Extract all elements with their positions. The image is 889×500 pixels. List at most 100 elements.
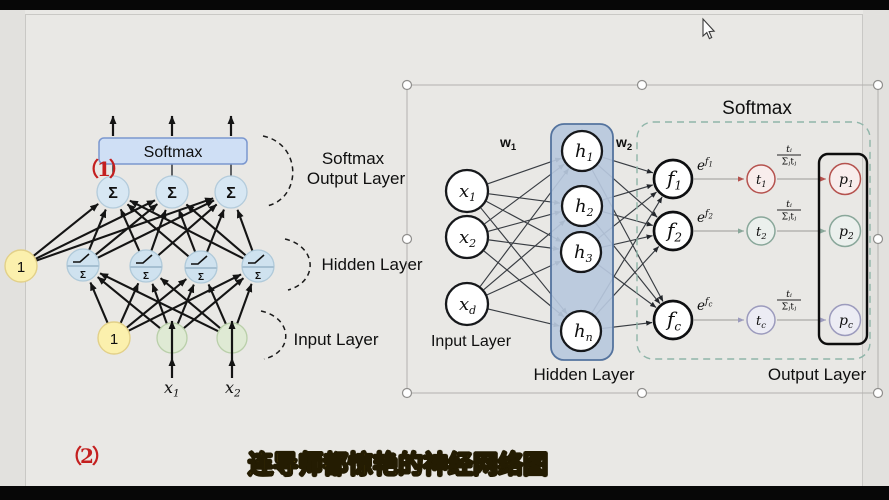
right-network-diagram: Softmax w1 w2 x1 x2 xd h1 h2 h3 hn: [401, 79, 884, 399]
h3-label: h3: [574, 242, 593, 265]
edge-line: [235, 283, 253, 326]
selection-handle-top-right[interactable]: [872, 79, 884, 91]
edge-line: [151, 283, 169, 326]
h2-node: [560, 184, 604, 228]
fraction-denominator: Σⱼtⱼ: [782, 213, 797, 223]
activation-node: Σ: [129, 249, 163, 283]
edge-line: [32, 203, 99, 257]
tc-node: [746, 305, 776, 335]
p2-node: [828, 214, 862, 248]
selection-handle-top-mid[interactable]: [636, 79, 648, 91]
selection-handles[interactable]: [401, 79, 884, 399]
step-function-icon: [73, 253, 90, 263]
hidden-activation-nodes: Σ Σ Σ Σ: [66, 248, 275, 284]
p1-label: p1: [839, 172, 854, 190]
edge-line: [176, 284, 195, 326]
left-edge-lines: [32, 197, 254, 333]
x1-node: [444, 168, 490, 214]
video-subtitle: 连导师都惊艳的神经网络图: [248, 451, 549, 480]
selection-handle-bottom-mid[interactable]: [636, 387, 648, 399]
sigma-symbol: Σ: [167, 185, 177, 202]
edge-line: [34, 199, 156, 260]
bottom-letterbox-bar: [0, 486, 889, 500]
sigma-output-nodes: Σ Σ Σ: [96, 175, 248, 209]
edge-line: [488, 193, 561, 205]
t1-node: [746, 164, 776, 194]
fraction-denominator: Σⱼtⱼ: [782, 303, 797, 313]
activation-circle: [241, 249, 275, 283]
sigma-symbol: Σ: [226, 185, 236, 202]
hn-label: hn: [574, 321, 593, 344]
softmax-layer-label-line1: Softmax: [322, 149, 385, 168]
selection-handle-top-left[interactable]: [401, 79, 413, 91]
right-output-layer-label: Output Layer: [768, 365, 867, 384]
h1-node: [560, 129, 604, 173]
step-function-icon: [248, 254, 265, 264]
bias-label: 1: [17, 259, 25, 276]
right-hidden-layer-label: Hidden Layer: [533, 365, 634, 384]
edge-line: [486, 260, 562, 296]
input-layer-label: Input Layer: [293, 330, 378, 349]
right-t-nodes: t1 t2 tc: [746, 164, 776, 335]
output-box: [817, 152, 869, 346]
softmax-box-label: Softmax: [144, 144, 203, 161]
right-input-layer-label: Input Layer: [431, 333, 512, 350]
left-network-diagram: Softmax Σ Σ Σ Σ Σ: [4, 115, 423, 400]
figure-1-label: （1）: [79, 157, 129, 181]
pc-label: pc: [839, 313, 853, 331]
edge-line: [185, 203, 247, 257]
right-f-nodes: f1 f2 fc: [652, 158, 694, 341]
softmax-layer-label-line2: Output Layer: [307, 169, 406, 188]
fraction-numerator: tᵢ: [786, 199, 792, 210]
p1-node: [828, 162, 862, 196]
input-var-label: x1: [164, 378, 180, 400]
exp-f2-label: ef2: [697, 208, 714, 226]
activation-circle: [184, 250, 218, 284]
activation-node: Σ: [241, 249, 275, 283]
weight-label-w1: w1: [499, 134, 517, 153]
x2-node: [444, 214, 490, 260]
input-var-label: x2: [225, 378, 241, 400]
edge-line: [487, 157, 562, 185]
edge-line: [488, 308, 560, 328]
softmax-group-outline: [636, 121, 871, 360]
activation-node: Σ: [184, 250, 218, 284]
fraction-numerator: tᵢ: [786, 144, 792, 155]
exp-fc-label: efc: [697, 296, 713, 314]
selection-handle-bottom-right[interactable]: [872, 387, 884, 399]
brace-arc-input: [260, 310, 287, 360]
edge-line: [89, 282, 110, 325]
left-margin: [0, 10, 25, 486]
softmax-box: [98, 137, 248, 165]
softmax-fraction-1: tᵢ Σⱼtⱼ: [777, 144, 801, 168]
sigma-symbol: Σ: [108, 185, 118, 202]
figure-2-label: （2）: [62, 444, 112, 468]
h2-label: h2: [575, 196, 594, 219]
edge-line: [35, 197, 214, 262]
edge-line: [159, 277, 222, 330]
selection-handle-mid-left[interactable]: [401, 233, 413, 245]
tc-label: tc: [756, 314, 766, 331]
edge-line: [124, 278, 187, 330]
exp-f1-label: ef1: [697, 156, 713, 174]
h3-node: [559, 230, 603, 274]
edge-line: [205, 209, 225, 253]
bias-label: 1: [110, 331, 118, 348]
activation-node: Σ: [66, 248, 100, 282]
page-border-right: [862, 14, 863, 486]
sigma-node: [96, 175, 130, 209]
t1-label: t1: [756, 173, 767, 190]
p2-label: p2: [839, 224, 854, 242]
brace-arc-softmax: [262, 135, 294, 207]
t2-node: [746, 216, 776, 246]
edge-line: [88, 209, 107, 251]
selection-handle-bottom-left[interactable]: [401, 387, 413, 399]
activation-circle: [129, 249, 163, 283]
sigma-symbol: Σ: [255, 271, 261, 282]
mouse-cursor-icon: [702, 17, 716, 40]
selection-handle-mid-right[interactable]: [872, 233, 884, 245]
edge-line: [129, 199, 245, 260]
step-function-icon: [136, 254, 153, 264]
sigma-symbol: Σ: [143, 271, 149, 282]
